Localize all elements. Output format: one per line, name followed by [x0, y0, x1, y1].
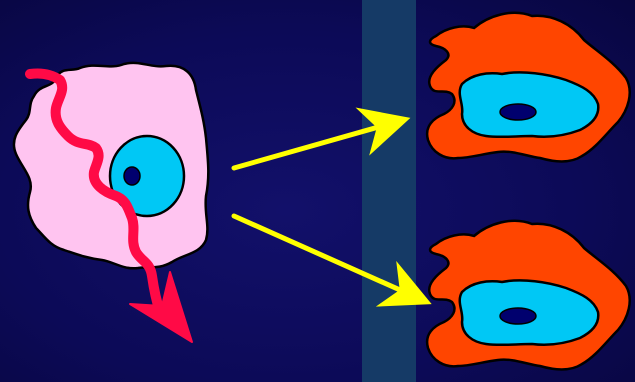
daughter-cell-bottom-nucleolus [500, 308, 536, 324]
source-cell [14, 63, 208, 268]
divider-band [362, 0, 416, 382]
wavy-path-arrowhead [130, 272, 192, 342]
daughter-cell-top-nucleolus [500, 104, 536, 120]
daughter-cell-top [427, 13, 630, 162]
source-cell-nucleolus [124, 167, 140, 185]
daughter-cell-bottom [427, 221, 630, 370]
